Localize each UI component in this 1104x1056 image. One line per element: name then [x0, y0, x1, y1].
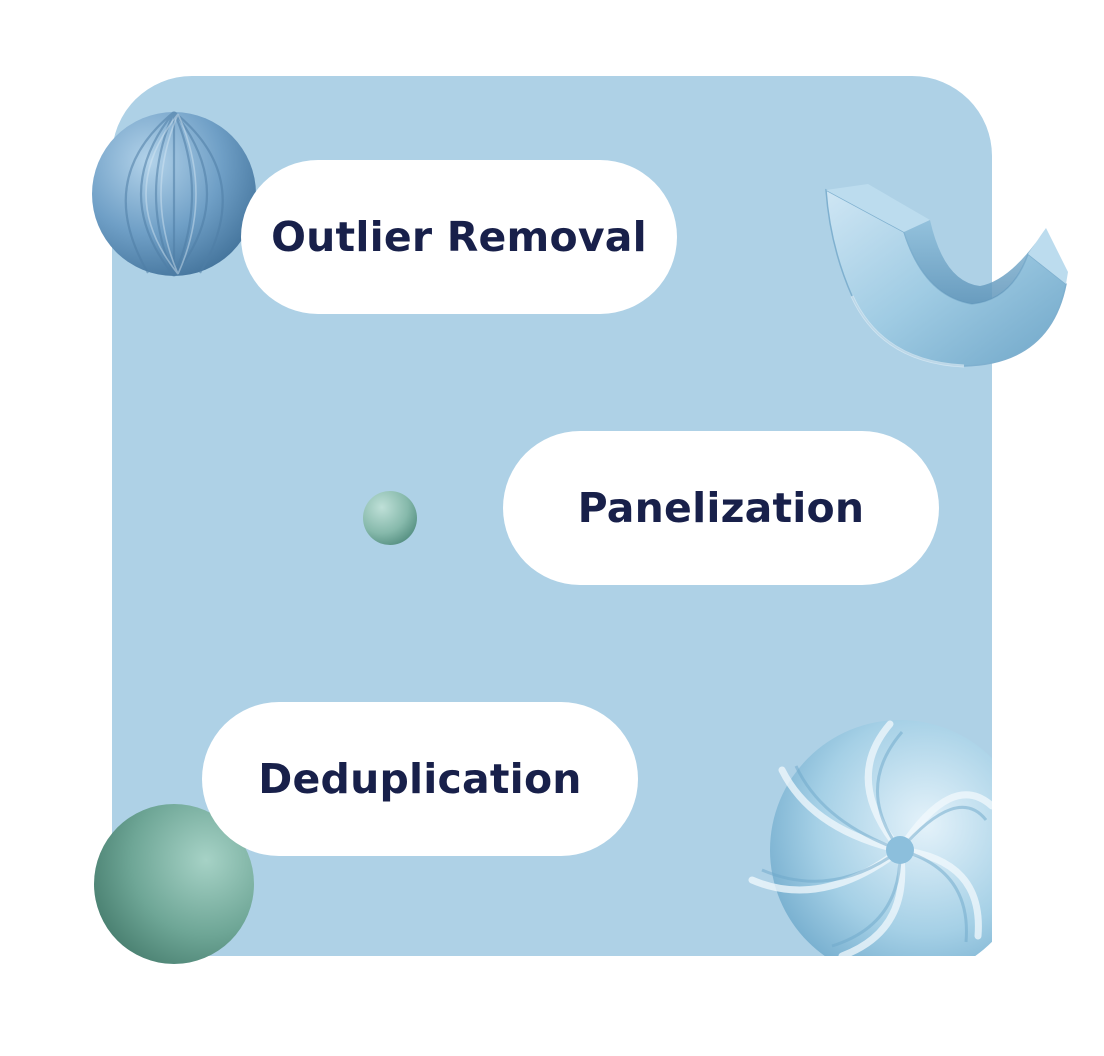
- tag-deduplication: Deduplication: [202, 702, 638, 856]
- small-sphere-icon: [363, 491, 417, 545]
- tag-label: Panelization: [577, 484, 865, 532]
- arch-shape-icon: [825, 184, 1068, 368]
- ribbed-sphere-icon: [92, 111, 256, 277]
- green-sphere-icon: [94, 804, 254, 964]
- tag-label: Deduplication: [258, 755, 582, 803]
- swirl-flower-icon: [748, 720, 992, 956]
- tag-outlier-removal: Outlier Removal: [241, 160, 677, 314]
- tag-panelization: Panelization: [503, 431, 939, 585]
- tag-label: Outlier Removal: [271, 213, 647, 261]
